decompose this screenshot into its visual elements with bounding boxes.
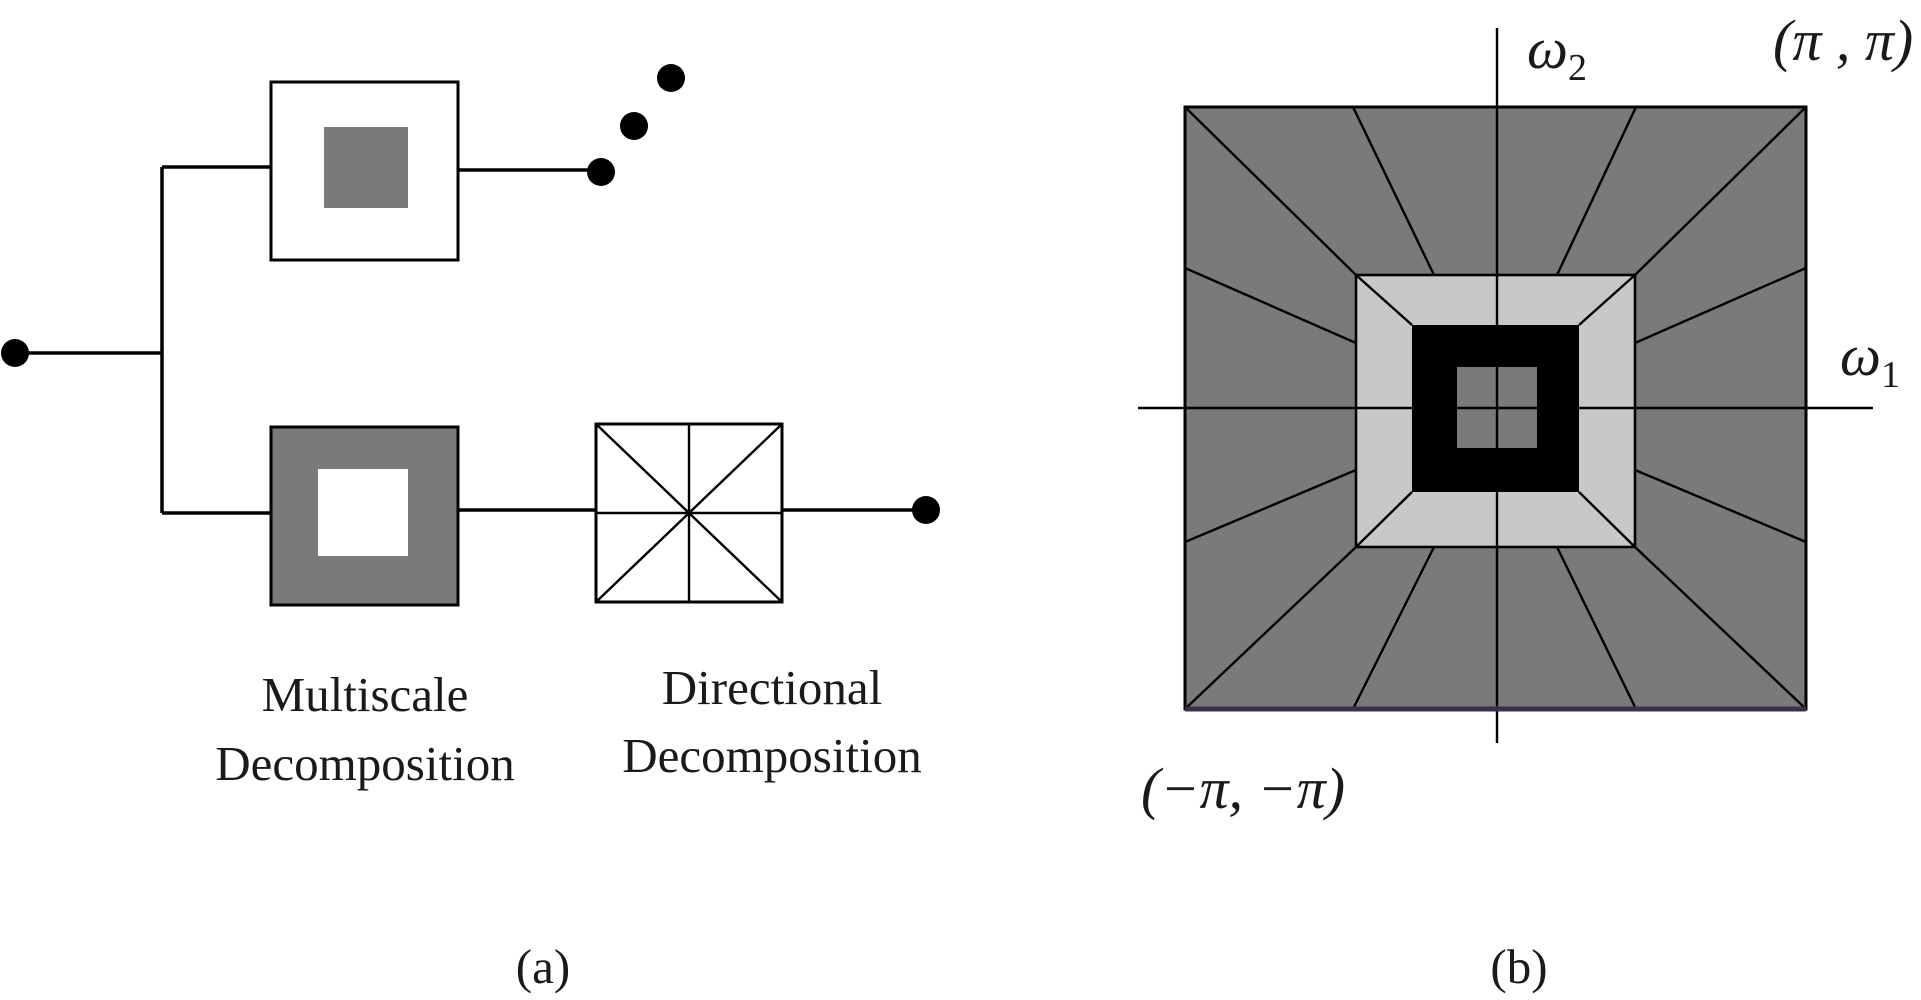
lowpass-passband (324, 127, 408, 208)
panel-b: ω2 ω1 (π , π) (−π, −π) (b) (1138, 8, 1913, 994)
caption-b: (b) (1490, 939, 1547, 994)
directional-filter-block (594, 422, 784, 604)
corner-label-top-right: (π , π) (1773, 8, 1913, 73)
panel-a: Multiscale Decomposition Directional Dec… (1, 64, 940, 994)
wedge-lines (1184, 106, 1807, 710)
directional-label-line1: Directional (662, 660, 882, 715)
recursion-dot-2 (620, 112, 648, 140)
caption-a: (a) (516, 939, 570, 994)
ring-corner-lines (1355, 274, 1636, 548)
multiscale-label-line1: Multiscale (262, 667, 469, 722)
output-node (912, 496, 940, 524)
recursion-dot-3 (657, 64, 685, 92)
lowpass-filter-block (269, 80, 460, 262)
multiscale-label-line2: Decomposition (215, 736, 514, 791)
w2-axis-label: ω2 (1527, 16, 1587, 89)
corner-label-bottom-left: (−π, −π) (1141, 756, 1345, 821)
bandpass-filter-block (269, 425, 460, 607)
w1-axis-label: ω1 (1840, 323, 1900, 396)
recursion-dot-1 (587, 158, 615, 186)
directional-label-line2: Decomposition (622, 728, 921, 783)
bandpass-hole (318, 469, 408, 556)
